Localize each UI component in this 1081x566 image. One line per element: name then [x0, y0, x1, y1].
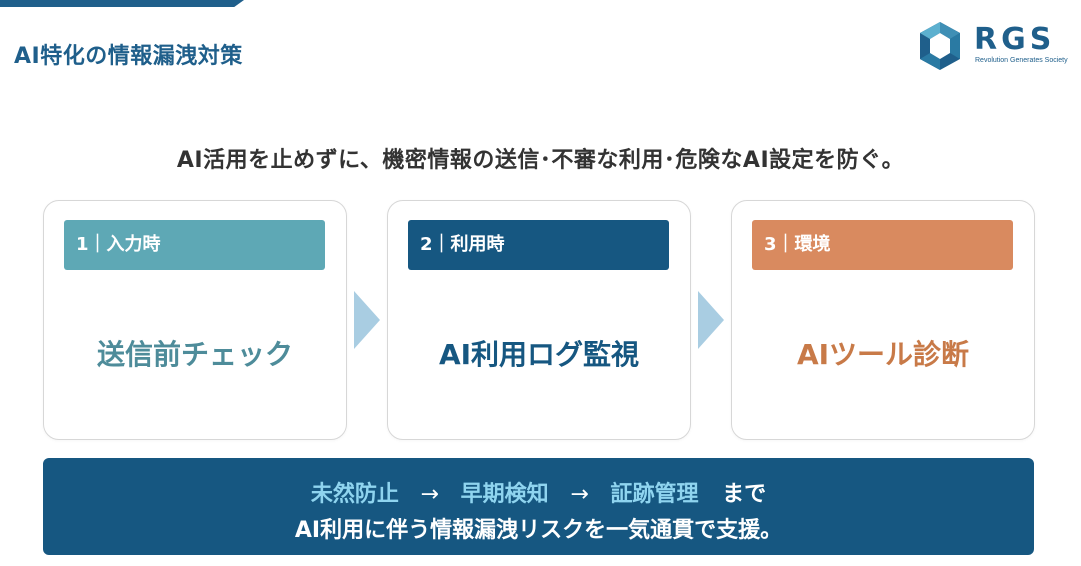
phase-prevention: 未然防止	[310, 482, 399, 507]
step-card-header: 2｜利用時	[408, 220, 669, 270]
banner-suffix: まで	[722, 482, 767, 507]
subtitle: AI活用を止めずに、機密情報の送信･不審な利用･危険なAI設定を防ぐ。	[176, 148, 905, 173]
phase-evidence: 証跡管理	[610, 482, 699, 507]
page-title: AI特化の情報漏洩対策	[14, 44, 243, 69]
phase-detection: 早期検知	[460, 482, 549, 507]
banner-phases-line: 未然防止 → 早期検知 → 証跡管理 まで	[43, 476, 1034, 508]
top-accent-bar	[0, 0, 244, 7]
step-card-title: AI利用ログ監視	[438, 338, 640, 371]
hexagon-logo-icon	[920, 22, 960, 70]
step-card-usage: 2｜利用時 AI利用ログ監視	[387, 200, 691, 440]
step-card-header: 1｜入力時	[64, 220, 325, 270]
summary-banner: 未然防止 → 早期検知 → 証跡管理 まで AI利用に伴う情報漏洩リスクを一気通…	[43, 458, 1034, 555]
step-card-input: 1｜入力時 送信前チェック	[43, 200, 347, 440]
step-card-header: 3｜環境	[752, 220, 1013, 270]
banner-statement: AI利用に伴う情報漏洩リスクを一気通貫で支援。	[294, 518, 783, 543]
chevron-right-icon	[354, 291, 380, 349]
company-logo: RGS Revolution Generates Society	[914, 20, 1070, 70]
arrow-right-icon: →	[420, 482, 439, 507]
step-card-title: AIツール診断	[796, 338, 970, 371]
arrow-right-icon: →	[570, 482, 589, 507]
logo-wordmark: RGS	[974, 22, 1056, 57]
logo-tagline: Revolution Generates Society	[975, 57, 1068, 64]
step-card-environment: 3｜環境 AIツール診断	[731, 200, 1035, 440]
chevron-right-icon	[698, 291, 724, 349]
step-card-title: 送信前チェック	[96, 338, 293, 371]
